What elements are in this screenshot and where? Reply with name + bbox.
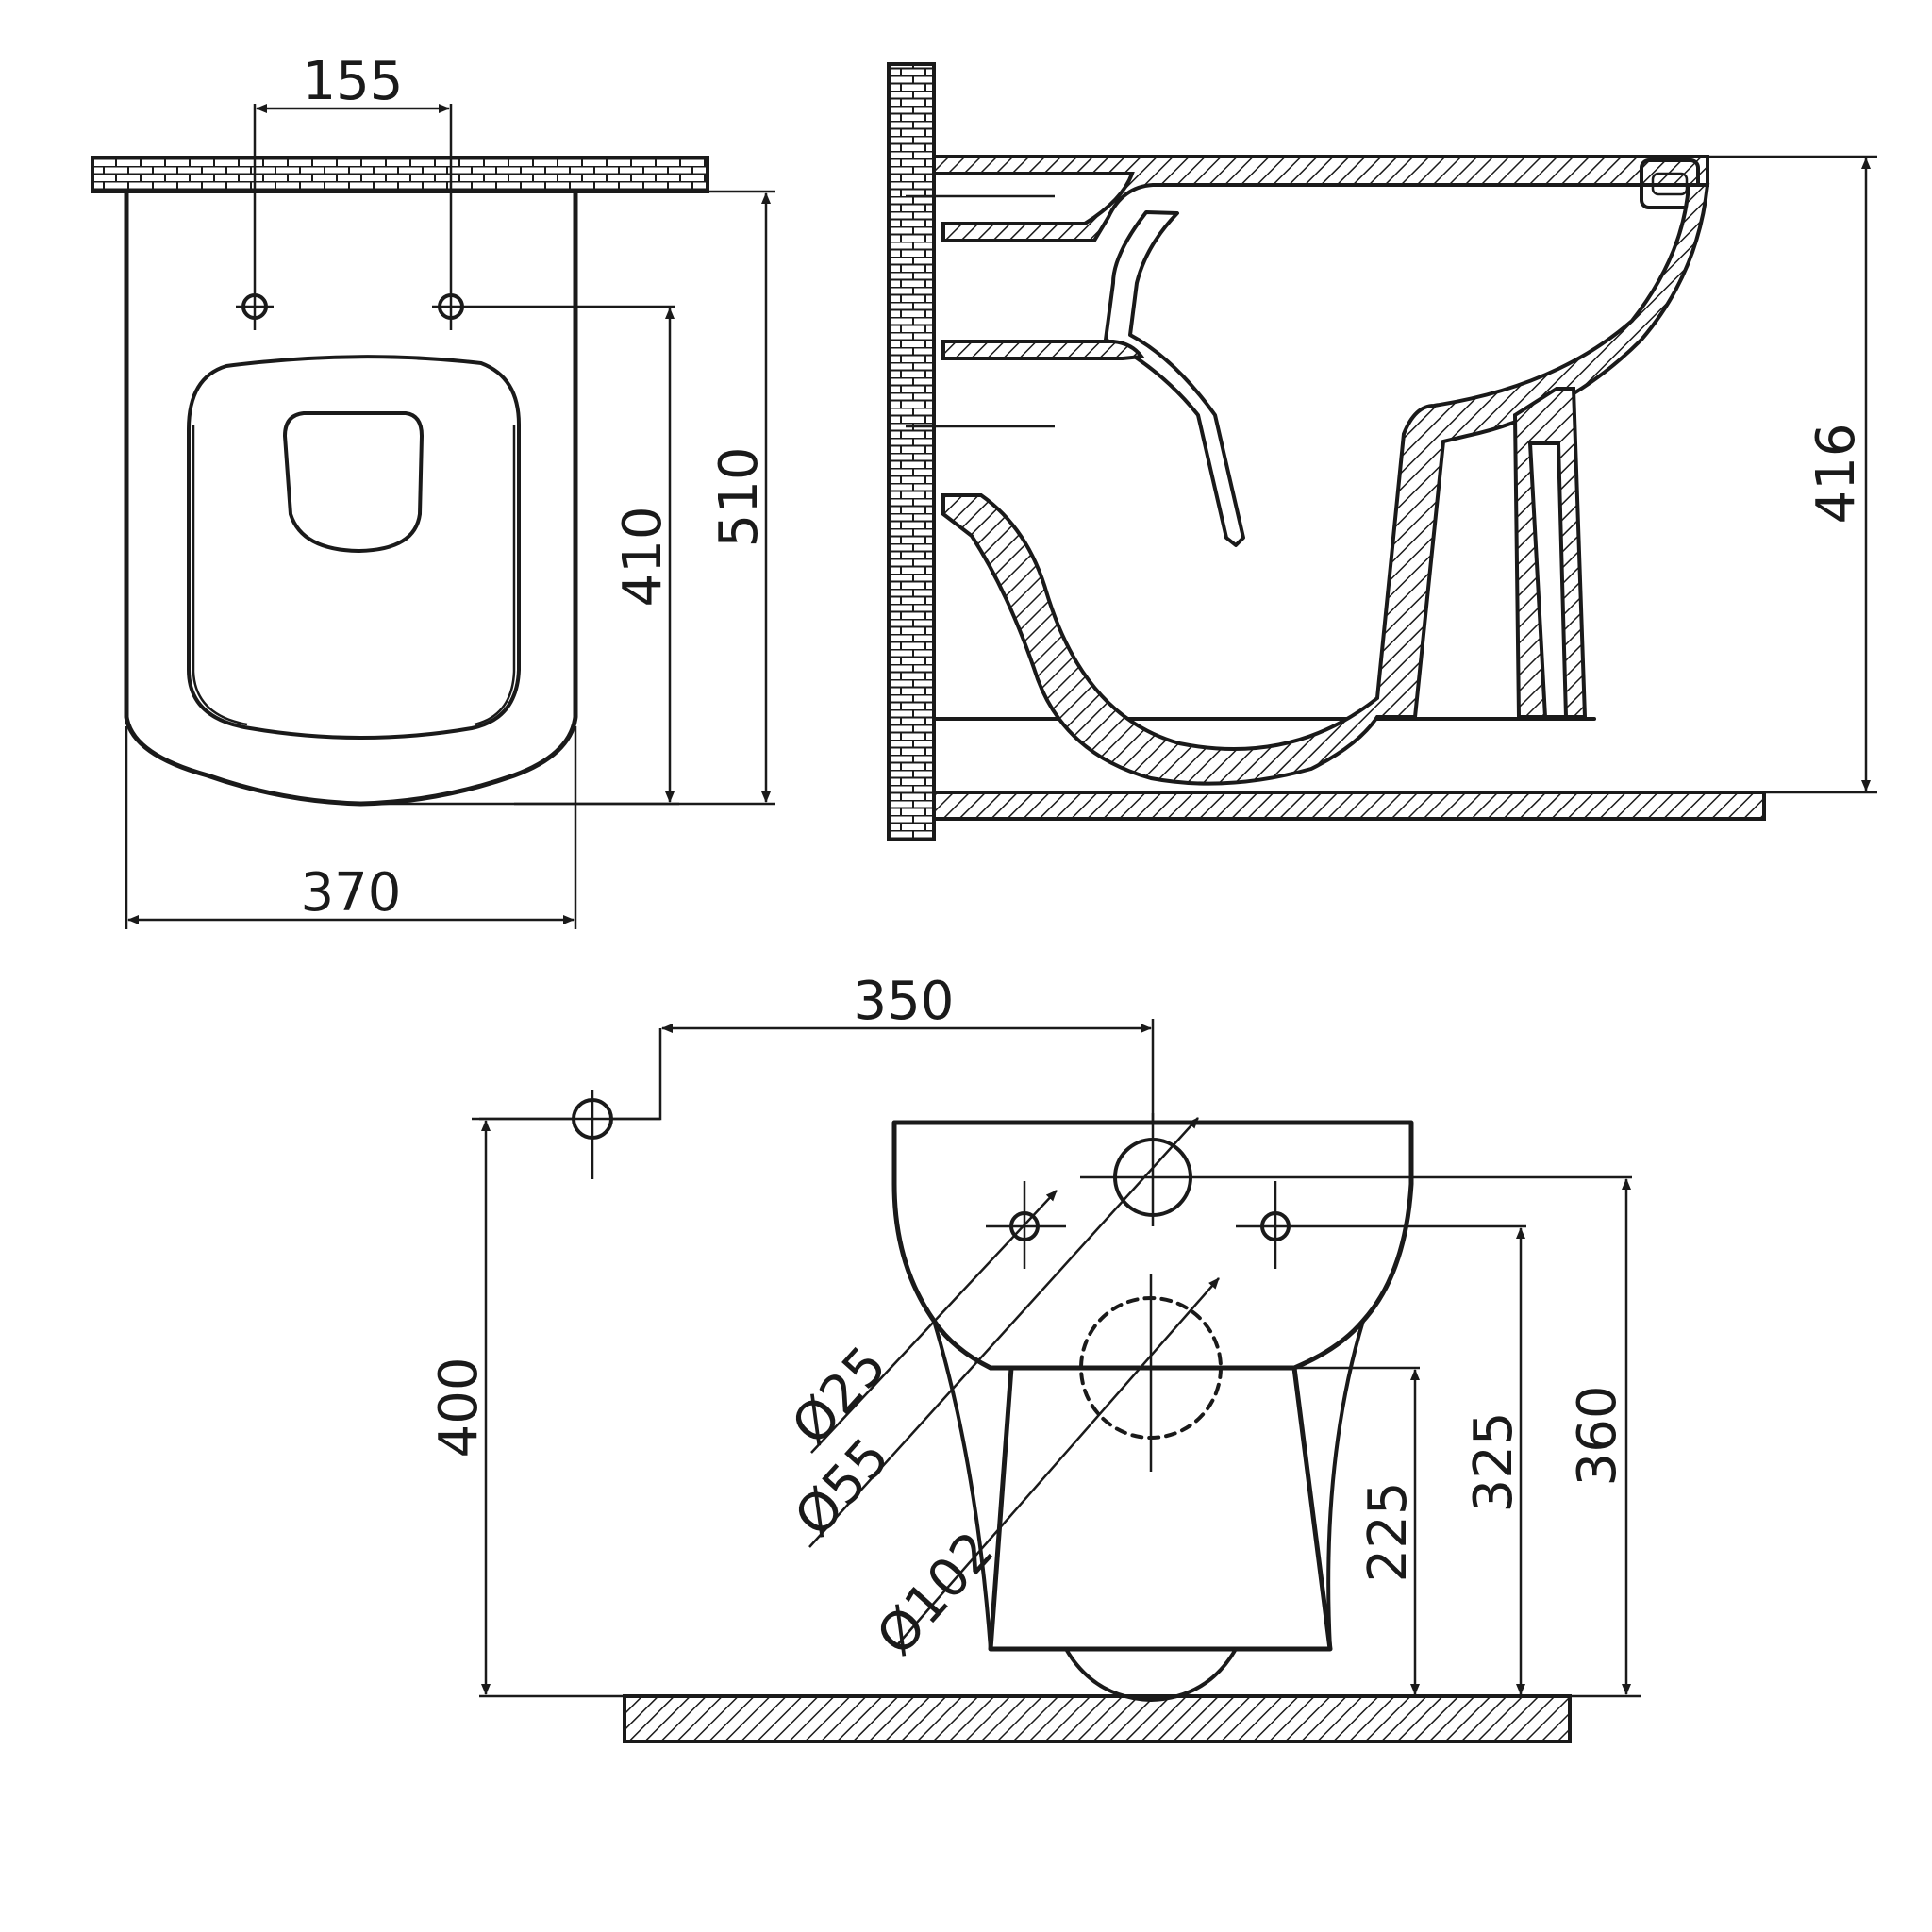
fixing-hole-right <box>432 104 675 330</box>
bowl-outline-top <box>124 192 578 807</box>
dim-label-225: 225 <box>1357 1482 1419 1583</box>
rear-leg-section <box>1512 387 1588 719</box>
dim-label-410: 410 <box>612 507 674 608</box>
dim-label-350: 350 <box>854 971 955 1032</box>
dim-label-325: 325 <box>1463 1412 1524 1513</box>
seat-inner-line <box>192 425 516 726</box>
outlet-pipe <box>941 340 1145 360</box>
leader-d102 <box>895 1277 1220 1647</box>
floor-hatch-side <box>932 791 1766 821</box>
fixing-hole-left <box>236 104 274 330</box>
fixing-hole-front-right <box>1236 1181 1526 1269</box>
dim-label-416: 416 <box>1806 424 1867 525</box>
side-view: 416 <box>887 62 1877 841</box>
floor-hatch-front <box>623 1694 1572 1743</box>
dim-label-155: 155 <box>303 51 404 112</box>
bowl-rim-section <box>932 155 1709 242</box>
pipe-center-marker <box>472 1028 662 1179</box>
wall-brick-side <box>887 62 936 841</box>
inlet-hole <box>1080 1113 1632 1226</box>
outlet-hole <box>1075 1274 1420 1472</box>
leader-d55 <box>808 1117 1199 1548</box>
dim-label-360: 360 <box>1567 1386 1628 1487</box>
wall-brick-top <box>91 156 709 193</box>
dim-label-400: 400 <box>428 1357 490 1458</box>
pedestal-front <box>988 1367 1333 1652</box>
outlet-trap <box>1064 1647 1238 1702</box>
pedestal-flare <box>932 1319 1365 1651</box>
top-view: 155 370 410 510 <box>91 51 775 929</box>
dim-label-370: 370 <box>301 862 402 924</box>
dim-label-d55: Ø55 <box>783 1426 901 1548</box>
dim-label-510: 510 <box>708 447 770 548</box>
seat-outline <box>187 355 521 740</box>
bowl-inner-curve <box>1104 210 1245 547</box>
seat-opening <box>283 411 424 553</box>
dim-label-d25: Ø25 <box>780 1335 898 1457</box>
leader-d25 <box>810 1190 1058 1454</box>
bowl-wall-section <box>941 183 1710 786</box>
front-view: 350 400 225 325 360 Ø25 Ø55 Ø102 <box>428 971 1641 1743</box>
